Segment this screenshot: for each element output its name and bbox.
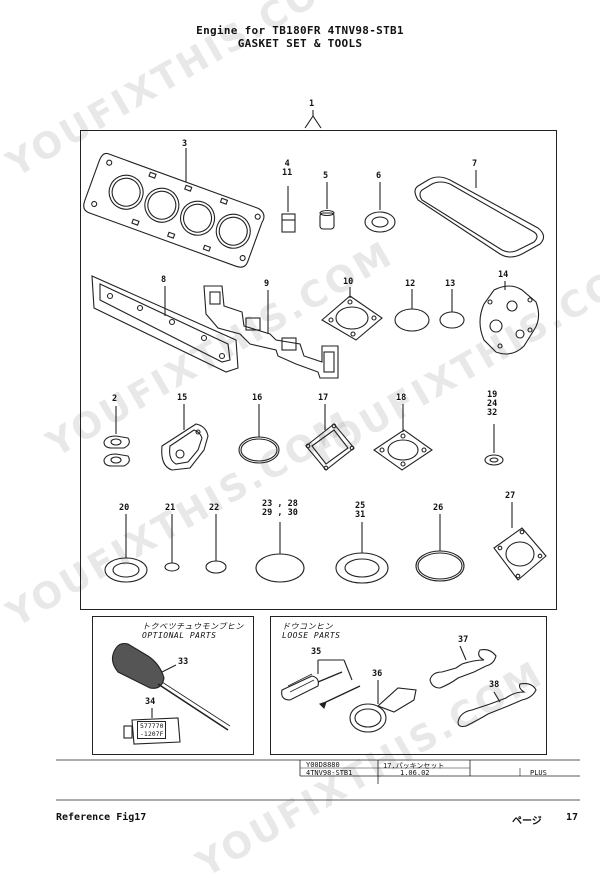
callout-15: 15 — [177, 393, 188, 403]
callout-8: 8 — [161, 275, 167, 285]
parts-illustration — [56, 110, 580, 801]
callout-27: 27 — [505, 491, 516, 501]
callout-25-31: 25 31 — [355, 501, 366, 520]
gasket-set-panel — [80, 130, 557, 610]
callout-9: 9 — [264, 279, 270, 289]
cylinder-head-gasket-part — [83, 152, 265, 268]
wrench-37-part — [429, 645, 497, 689]
callout-17: 17 — [318, 393, 329, 403]
cap-part — [319, 182, 335, 230]
callout-13: 13 — [445, 279, 456, 289]
figure-reference: Reference Fig17 — [56, 812, 147, 823]
callout-36: 36 — [372, 669, 383, 679]
oil-seal-part — [364, 182, 396, 233]
loose-parts-label: LOOSE PARTS — [282, 631, 341, 640]
square-gasket-17-part — [305, 404, 355, 471]
callout-37: 37 — [458, 635, 469, 645]
wrench-38-part — [457, 683, 537, 728]
callout-1-leader — [304, 115, 322, 129]
callout-20: 20 — [119, 503, 130, 513]
callout-3: 3 — [182, 139, 188, 149]
tube-label-line1: 577770 — [140, 722, 164, 730]
seal-ring-20-part — [104, 514, 148, 583]
water-pump-gasket-part — [479, 281, 540, 355]
screwdriver-part — [281, 659, 361, 710]
o-ring-22-part — [205, 514, 227, 574]
sealant-tube-part — [123, 708, 181, 745]
flange-gasket-10-part — [321, 287, 383, 341]
flange-gasket-18-part — [373, 404, 433, 471]
o-ring-23-part — [255, 522, 305, 583]
callout-26: 26 — [433, 503, 444, 513]
callout-35: 35 — [311, 647, 322, 657]
o-ring-21-part — [164, 514, 180, 572]
callout-38: 38 — [489, 680, 500, 690]
o-ring-26-part — [415, 514, 465, 582]
rocker-cover-gasket-part — [414, 170, 545, 258]
intake-gasket-part — [203, 285, 339, 379]
o-ring-13-part — [439, 289, 465, 329]
valve-tool-part — [349, 680, 417, 733]
callout-23-28-29-30: 23 , 28 29 , 30 — [262, 499, 298, 518]
callout-18: 18 — [396, 393, 407, 403]
callout-19-24-32: 19 24 32 — [487, 390, 498, 418]
loose-parts-kana: ドウコンヒン — [282, 622, 333, 631]
callout-2: 2 — [112, 394, 118, 404]
loose-parts-panel — [270, 616, 547, 755]
washer-19-part — [484, 424, 504, 466]
callout-5: 5 — [323, 171, 329, 181]
callout-14: 14 — [498, 270, 509, 280]
page-label: ページ — [512, 816, 542, 827]
title-block-code: Y00D8880 — [306, 761, 340, 769]
title-block-plus: PLUS — [530, 769, 547, 777]
manifold-gasket-part — [91, 275, 239, 373]
callout-34: 34 — [145, 697, 156, 707]
title-block-date: 1.06.02 — [400, 769, 430, 777]
page-title: Engine for TB180FR 4TNV98-STB1 — [196, 24, 404, 37]
title-block-sheet: 17.パッキンセット — [383, 762, 445, 770]
title-block-model: 4TNV98-STB1 — [306, 769, 353, 777]
valve-stem-seal-part — [281, 186, 296, 233]
callout-16: 16 — [252, 393, 263, 403]
callout-1: 1 — [309, 99, 315, 109]
square-gasket-27-part — [493, 502, 547, 581]
o-ring-16-part — [238, 404, 280, 464]
callout-4-11: 4 11 — [282, 159, 293, 178]
page-subtitle: GASKET SET & TOOLS — [237, 37, 363, 50]
callout-21: 21 — [165, 503, 176, 513]
seal-ring-25-part — [335, 522, 389, 584]
o-ring-12-part — [394, 289, 430, 332]
optional-parts-label: OPTIONAL PARTS — [142, 631, 217, 640]
washer-2-part — [103, 406, 130, 467]
callout-6: 6 — [376, 171, 382, 181]
cover-gasket-15-part — [161, 404, 209, 471]
callout-10: 10 — [343, 277, 354, 287]
callout-22: 22 — [209, 503, 220, 513]
callout-12: 12 — [405, 279, 416, 289]
tube-label-line2: -1207F — [140, 730, 164, 738]
tube-label: 577770 -1207F — [137, 721, 167, 739]
cylinder-brush-part — [111, 642, 231, 731]
page-number: 17 — [566, 812, 579, 823]
optional-parts-panel — [92, 616, 254, 755]
optional-parts-kana: トクベツチュウモンブヒン — [142, 622, 244, 631]
callout-7: 7 — [472, 159, 478, 169]
callout-33: 33 — [178, 657, 189, 667]
